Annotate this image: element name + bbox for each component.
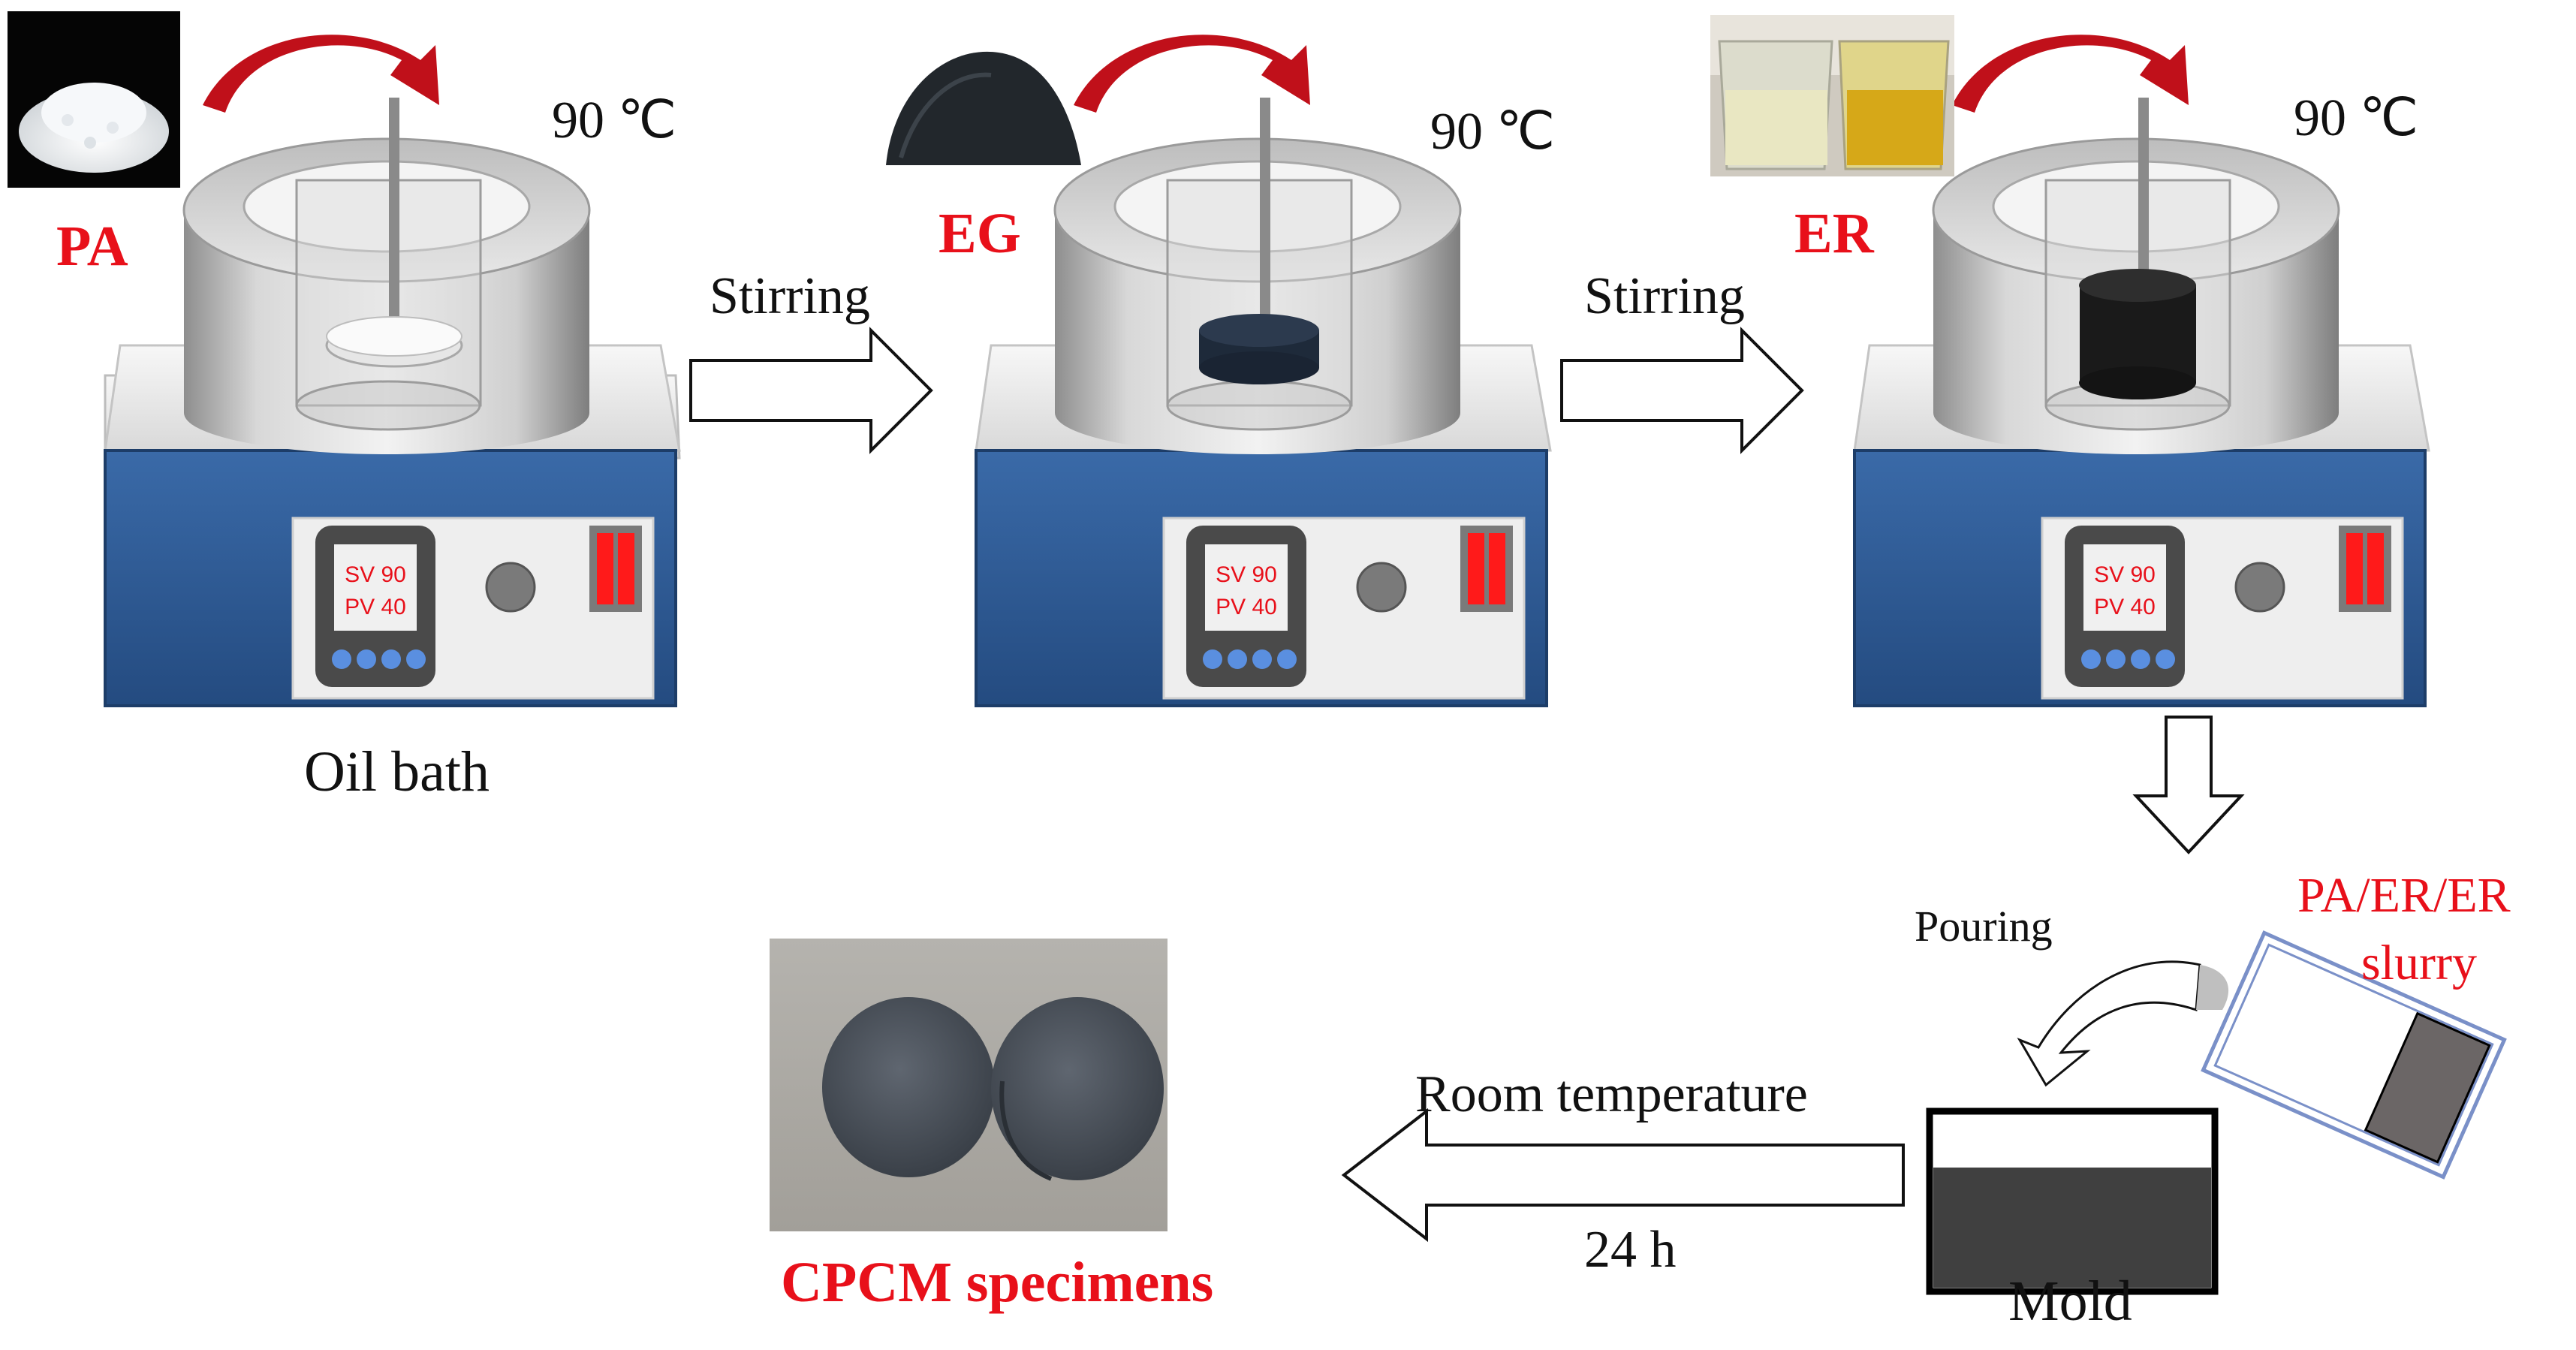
- bath-opening: [1113, 160, 1402, 253]
- specimen-disc-1: [822, 997, 995, 1177]
- duration-label: 24 h: [1584, 1221, 1677, 1279]
- bath-opening: [243, 160, 531, 253]
- er-label: ER: [1794, 202, 1874, 265]
- stirring-label-2: Stirring: [1584, 267, 1745, 325]
- pa-eg-er-mixture: [2079, 269, 2196, 302]
- panel-button: [2106, 649, 2126, 669]
- stirring-arrow-1: [689, 327, 933, 454]
- oil-bath-label: Oil bath: [304, 740, 490, 803]
- room-temperature-label: Room temperature: [1415, 1065, 1808, 1123]
- pouring-arrow: [2017, 960, 2201, 1087]
- panel-button: [406, 649, 426, 669]
- panel-button: [381, 649, 401, 669]
- temperature-label-1: 90 ℃: [552, 92, 677, 149]
- stirrer-rod: [2138, 98, 2149, 293]
- oil-bath-instrument-2: SV 90 PV 40: [975, 35, 1552, 707]
- down-arrow: [2132, 716, 2245, 854]
- panel-button: [1277, 649, 1297, 669]
- stirrer-rod: [1260, 98, 1270, 338]
- panel-button: [357, 649, 376, 669]
- panel-button: [2131, 649, 2150, 669]
- panel-button: [1203, 649, 1222, 669]
- mold: [1926, 1107, 2219, 1295]
- panel-button: [332, 649, 351, 669]
- display-sv: SV 90: [345, 562, 406, 587]
- stirring-arrow-2: [1560, 327, 1804, 454]
- slurry-label-line1: PA/ER/ER: [2297, 868, 2511, 923]
- display-pv: PV 40: [1216, 595, 1277, 619]
- add-material-arrow: [1074, 35, 1310, 113]
- temperature-label-3: 90 ℃: [2294, 89, 2419, 147]
- control-knob: [1356, 562, 1407, 613]
- mold-label: Mold: [2008, 1270, 2132, 1333]
- display-sv: SV 90: [1216, 562, 1277, 587]
- display-pv: PV 40: [345, 595, 406, 619]
- pa-photo: [8, 11, 180, 188]
- pa-eg-mixture: [1199, 314, 1319, 347]
- beaker: [295, 179, 482, 407]
- panel-button: [2081, 649, 2101, 669]
- slurry-label-line2: slurry: [2361, 936, 2477, 990]
- er-photo: [1710, 15, 1954, 176]
- slurry-container: [2201, 930, 2507, 1180]
- eg-photo: [886, 51, 1081, 165]
- add-material-arrow: [1952, 35, 2189, 113]
- temperature-label-2: 90 ℃: [1430, 103, 1556, 161]
- oil-bath-instrument-3: SV 90 PV 40: [1853, 35, 2430, 707]
- pa-label: PA: [56, 215, 128, 278]
- room-temp-arrow: [1341, 1107, 1905, 1243]
- pouring-label: Pouring: [1915, 902, 2053, 951]
- panel-button: [2156, 649, 2175, 669]
- display-sv: SV 90: [2094, 562, 2156, 587]
- panel-button: [1252, 649, 1272, 669]
- specimen-disc-2: [991, 997, 1164, 1180]
- display-pv: PV 40: [2094, 595, 2156, 619]
- stirring-label-1: Stirring: [710, 267, 870, 325]
- eg-label: EG: [939, 202, 1021, 265]
- stirrer-rod: [389, 98, 399, 338]
- oil-bath-instrument-1: SV 90 PV 40: [104, 35, 681, 707]
- panel-button: [1228, 649, 1247, 669]
- bath-opening: [1992, 160, 2280, 253]
- specimens-photo: [770, 939, 1167, 1231]
- control-knob: [2234, 562, 2285, 613]
- control-knob: [485, 562, 536, 613]
- add-material-arrow: [203, 35, 439, 113]
- specimens-label: CPCM specimens: [781, 1251, 1214, 1314]
